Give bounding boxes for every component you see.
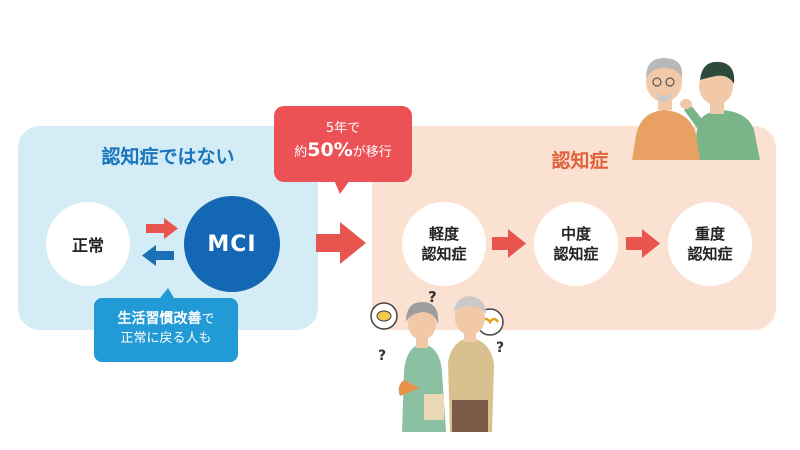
progression-callout: 5年で 約50%が移行	[274, 106, 412, 182]
reversion-tail: で	[201, 312, 215, 327]
mci-node: MCI	[184, 196, 280, 292]
svg-text:?: ?	[496, 340, 504, 356]
moderate-dementia-node: 中度 認知症	[534, 202, 618, 286]
elderly-couple-talking-illustration	[632, 58, 760, 160]
confused-elderly-couple-illustration: ? ? ? ?	[370, 288, 504, 432]
arrow-mci-to-normal	[142, 245, 174, 266]
reversion-callout-line1: 生活習慣改善で	[94, 310, 238, 329]
progression-suffix: が移行	[352, 145, 392, 160]
severe-dementia-node: 重度 認知症	[668, 202, 752, 286]
mild-dementia-node: 軽度 認知症	[402, 202, 486, 286]
progression-callout-line2: 約50%が移行	[274, 138, 412, 165]
normal-node: 正常	[46, 202, 130, 286]
reversion-callout: 生活習慣改善で 正常に戻る人も	[94, 298, 238, 362]
not-dementia-title: 認知症ではない	[101, 146, 235, 168]
arrow-mild-to-moderate	[492, 229, 526, 258]
reversion-callout-line2: 正常に戻る人も	[120, 331, 212, 346]
arrow-mci-to-dementia	[316, 222, 366, 264]
dementia-title: 認知症	[551, 150, 609, 172]
reversion-callout-pointer	[160, 288, 174, 298]
svg-text:?: ?	[428, 288, 437, 306]
progression-callout-pointer	[334, 180, 350, 194]
reversion-strong: 生活習慣改善	[117, 311, 202, 327]
progression-callout-line1: 5年で	[325, 121, 361, 136]
arrow-moderate-to-severe	[626, 229, 660, 258]
svg-text:?: ?	[378, 348, 386, 364]
progression-prefix: 約	[294, 145, 308, 160]
progression-percent: 50%	[307, 139, 353, 161]
arrow-normal-to-mci	[146, 218, 178, 239]
